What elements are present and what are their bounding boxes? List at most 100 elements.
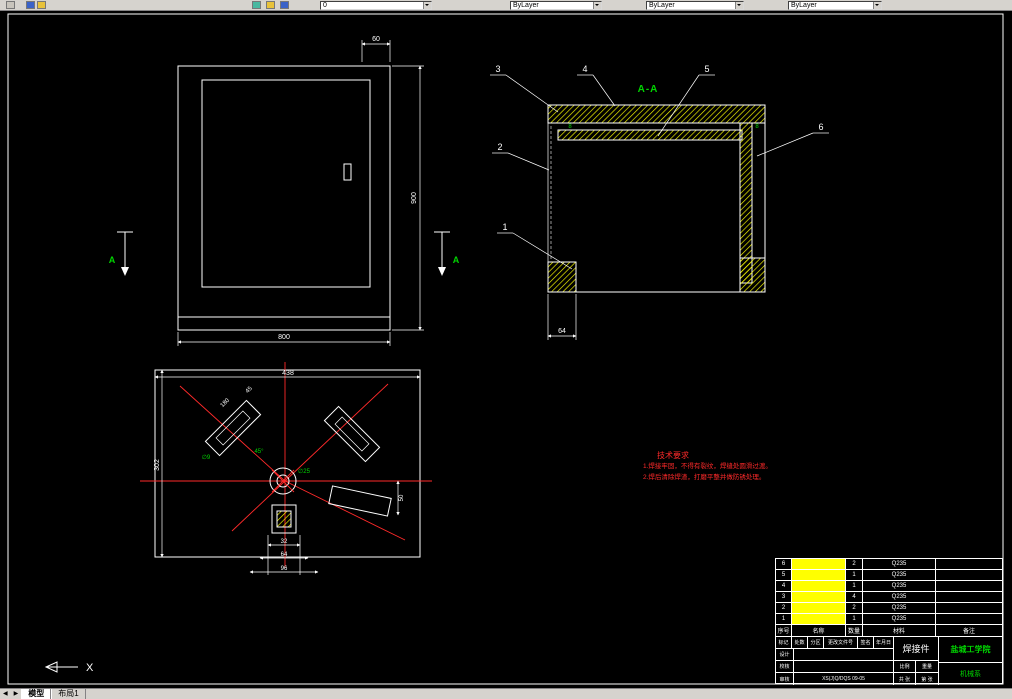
part-remark (936, 559, 1002, 569)
parts-list-header-cell: 名称 (792, 625, 846, 636)
flat-bar (328, 485, 392, 517)
tab-scroll-right-icon[interactable]: ▶ (13, 691, 19, 697)
chevron-down-icon[interactable] (423, 2, 431, 9)
dim-label: 64 (558, 328, 566, 335)
dim-label: 8 (755, 124, 759, 130)
linetype-combo-value: ByLayer (649, 2, 675, 9)
lower-bracket (271, 504, 297, 534)
dim-label: 8 (568, 124, 572, 130)
leader-line (657, 74, 700, 137)
part-material: Q235 (863, 592, 936, 602)
title-block-revision-area: 标记 处数 分区 更改文件号 签名 年月日 设计 校核 审核 XS( (776, 637, 894, 685)
blank-cell (794, 661, 893, 672)
tech-notes-title: 技术要求 (657, 451, 689, 460)
tab-layout1[interactable]: 布局1 (51, 689, 86, 699)
section-letter: A (109, 255, 116, 265)
part-name-cell (792, 614, 846, 624)
lineweight-combo[interactable]: ByLayer (788, 1, 882, 10)
hub-circle (269, 467, 297, 495)
tech-notes-lines: 1.焊接牢固，不得有裂纹，焊缝处圆滑过渡。 2.焊后清除焊渣，打磨平整并做防锈处理… (643, 461, 893, 483)
leader-line (512, 232, 573, 270)
label-check: 校核 (776, 661, 794, 672)
part-name-cell (792, 559, 846, 569)
ucs-x-label: X (86, 662, 94, 674)
angled-bracket-left (204, 399, 262, 457)
label-count: 处数 (792, 637, 808, 648)
tech-notes: 技术要求 1.焊接牢固，不得有裂纹，焊缝处圆滑过渡。 2.焊后清除焊渣，打磨平整并… (643, 450, 893, 483)
leader-line (505, 74, 559, 113)
tab-scroll-left-icon[interactable]: ◀ (3, 691, 8, 697)
part-qty: 2 (846, 559, 863, 569)
title-block-center: 焊接件 比例 重量 共 张 第 张 (894, 637, 939, 685)
layer-states-icon[interactable] (280, 1, 289, 9)
tech-note-line: 1.焊接牢固，不得有裂纹，焊缝处圆滑过渡。 (643, 463, 772, 470)
label-audit: 审核 (776, 673, 794, 685)
chevron-down-icon[interactable] (735, 2, 743, 9)
part-no: 6 (776, 559, 792, 569)
balloon-number: 1 (502, 222, 507, 232)
part-remark (936, 592, 1002, 602)
lineweight-combo-value: ByLayer (791, 2, 817, 9)
part-material: Q235 (863, 581, 936, 591)
dim-label: 438 (282, 370, 294, 377)
chevron-down-icon[interactable] (873, 2, 881, 9)
chevron-down-icon[interactable] (593, 2, 601, 9)
leader-line (592, 74, 616, 107)
part-remark (936, 570, 1002, 580)
color-combo[interactable]: ByLayer (510, 1, 602, 10)
part-no: 1 (776, 614, 792, 624)
dim-label: 180 (220, 397, 232, 409)
label-design: 设计 (776, 649, 794, 660)
toolbar-icon-button[interactable] (6, 1, 15, 9)
label-scale: 比例 (894, 661, 916, 672)
color-combo-value: ByLayer (513, 2, 539, 9)
parts-list-header-cell: 材料 (863, 625, 936, 636)
dim-label: 60 (372, 36, 380, 43)
parts-list-header-cell: 序号 (776, 625, 792, 636)
linetype-combo[interactable]: ByLayer (646, 1, 744, 10)
org-subname: 机械系 (960, 670, 981, 678)
dim-label: 45 (245, 385, 254, 394)
part-remark (936, 614, 1002, 624)
dim-label: 96 (281, 566, 288, 572)
layer-previous-icon[interactable] (266, 1, 275, 9)
make-current-icon[interactable] (252, 1, 261, 9)
tab-model[interactable]: 模型 (21, 689, 52, 699)
parts-list-header: 序号名称数量材料备注 (776, 625, 1002, 637)
label-sign: 签名 (858, 637, 874, 648)
label-date: 年月日 (875, 640, 891, 646)
dim-label: 900 (411, 192, 418, 204)
label-doc: 更改文件号 (824, 637, 858, 648)
leader-line (507, 152, 550, 171)
part-material: Q235 (863, 570, 936, 580)
part-remark (936, 581, 1002, 591)
part-no: 3 (776, 592, 792, 602)
label-sheets: 共 张 (894, 673, 916, 685)
label-page: 第 张 (921, 676, 933, 683)
part-material: Q235 (863, 603, 936, 613)
balloon-number: 3 (495, 64, 500, 74)
section-marker-left: A (109, 231, 133, 276)
dim-label: 32 (281, 539, 288, 545)
dim-label: 50 (399, 494, 405, 501)
dim-label: 45° (254, 449, 264, 455)
balloon-number: 4 (582, 64, 587, 74)
layer-properties-icon[interactable] (37, 1, 46, 9)
part-qty: 4 (846, 592, 863, 602)
layer-combo[interactable]: 0 (320, 1, 432, 10)
layer-combo-value: 0 (323, 2, 327, 9)
part-qty: 1 (846, 581, 863, 591)
part-qty: 1 (846, 570, 863, 580)
layers-icon[interactable] (26, 1, 35, 9)
ucs-icon: X (44, 661, 94, 674)
tech-note-line: 2.焊后清除焊渣，打磨平整并做防锈处理。 (643, 474, 766, 481)
